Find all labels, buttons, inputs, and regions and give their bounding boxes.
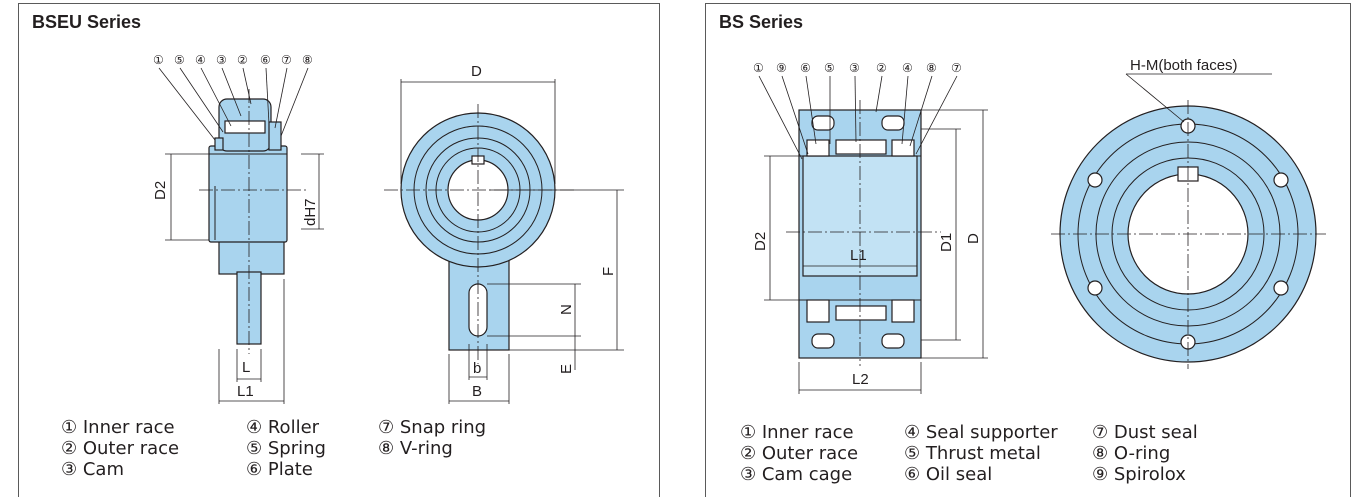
bs-seal-bot-r	[891, 299, 915, 323]
bs-bolt-bot-r	[881, 333, 905, 349]
bs-legend-inner-race: ① Inner race	[740, 422, 854, 443]
bs-callout-7: ⑦	[951, 61, 962, 75]
bs-callout-5: ⑤	[824, 61, 835, 75]
hole-label: H-M(both faces)	[1130, 57, 1238, 74]
dim-d1: D1	[938, 233, 955, 252]
bseu-front-view	[384, 104, 574, 364]
bs-callouts: ① ⑨ ⑥ ⑤ ③ ② ④ ⑧ ⑦	[753, 61, 962, 160]
dim-l1-left: L1	[237, 383, 254, 400]
dim-f: F	[600, 267, 617, 276]
bseu-snap-ring-l	[214, 137, 224, 151]
callout-6: ⑥	[260, 53, 271, 67]
bseu-callouts: ① ⑤ ④ ③ ② ⑥ ⑦ ⑧	[153, 53, 313, 141]
bs-hole-upper-left	[1087, 172, 1103, 188]
bs-callout-9: ⑨	[776, 61, 787, 75]
callout-2: ②	[237, 53, 248, 67]
bs-front-view	[1051, 100, 1326, 369]
bs-bolt-top-l	[811, 115, 835, 131]
bseu-inner-race	[208, 145, 288, 243]
bs-series-panel: BS Series ① ⑨ ⑥ ⑤ ③ ②	[705, 3, 1351, 497]
bs-callout-4: ④	[902, 61, 913, 75]
bs-callout-3: ③	[849, 61, 860, 75]
bseu-series-title: BSEU Series	[32, 12, 142, 32]
legend-cam: ③ Cam	[61, 459, 124, 480]
bs-legend-spirolox: ⑨ Spirolox	[1092, 464, 1186, 485]
dim-d-left: D	[471, 63, 482, 80]
bseu-roller	[224, 120, 266, 134]
bs-seal-top-r	[891, 139, 915, 157]
bs-callout-8: ⑧	[926, 61, 937, 75]
dim-b-width: B	[472, 383, 482, 400]
bs-legend-outer-race: ② Outer race	[740, 443, 859, 464]
bs-cam-cage-bot	[835, 305, 887, 321]
dim-l1-right: L1	[850, 247, 867, 264]
callout-4: ④	[195, 53, 206, 67]
bs-legend-dust-seal: ⑦ Dust seal	[1092, 422, 1198, 443]
bs-legend-oil-seal: ⑥ Oil seal	[904, 464, 993, 485]
callout-1: ①	[153, 53, 164, 67]
legend-snap-ring: ⑦ Snap ring	[378, 417, 487, 438]
legend-v-ring: ⑧ V-ring	[378, 438, 453, 459]
bs-hole-upper-right	[1273, 172, 1289, 188]
callout-5: ⑤	[174, 53, 185, 67]
dim-e: E	[558, 364, 575, 374]
legend-plate: ⑥ Plate	[246, 459, 313, 480]
bs-legend-o-ring: ⑧ O-ring	[1092, 443, 1171, 464]
bs-callout-1: ①	[753, 61, 764, 75]
dim-d2-right: D2	[752, 232, 769, 251]
dim-d-right: D	[965, 233, 982, 244]
dim-b: b	[473, 360, 481, 377]
legend-roller: ④ Roller	[246, 417, 320, 438]
bseu-side-view	[199, 89, 309, 354]
bs-callout-6: ⑥	[800, 61, 811, 75]
callout-3: ③	[216, 53, 227, 67]
bs-bolt-top-r	[881, 115, 905, 131]
bs-hole-lower-right	[1273, 280, 1289, 296]
dim-l: L	[242, 359, 250, 376]
bs-legend-seal-supporter: ④ Seal supporter	[904, 422, 1058, 443]
bs-legend-thrust-metal: ⑤ Thrust metal	[904, 443, 1041, 464]
dim-d2-left: D2	[152, 181, 169, 200]
bs-bolt-bot-l	[811, 333, 835, 349]
bseu-series-panel: BSEU Series ① ⑤ ④ ③ ② ⑥ ⑦ ⑧	[18, 3, 660, 497]
bs-side-view	[786, 100, 941, 366]
bs-callout-2: ②	[876, 61, 887, 75]
dim-n: N	[558, 304, 575, 315]
bs-seal-bot-l	[806, 299, 830, 323]
legend-outer-race: ② Outer race	[61, 438, 180, 459]
bs-series-title: BS Series	[719, 12, 804, 32]
bs-hole-lower-left	[1087, 280, 1103, 296]
bseu-drawing: ① ⑤ ④ ③ ② ⑥ ⑦ ⑧ D2 dH7 L	[152, 53, 624, 404]
bs-legend-cam-cage: ③ Cam cage	[740, 464, 853, 485]
legend-inner-race: ① Inner race	[61, 417, 175, 438]
callout-7: ⑦	[281, 53, 292, 67]
callout-8: ⑧	[302, 53, 313, 67]
bs-cam-cage-top	[835, 139, 887, 155]
dim-l2: L2	[852, 371, 869, 388]
legend-spring: ⑤ Spring	[246, 438, 326, 459]
bs-seal-top-l	[806, 139, 830, 157]
bs-drawing: ① ⑨ ⑥ ⑤ ③ ② ④ ⑧ ⑦ D2 L1 D1	[752, 57, 1326, 394]
dim-dh7: dH7	[302, 198, 319, 226]
